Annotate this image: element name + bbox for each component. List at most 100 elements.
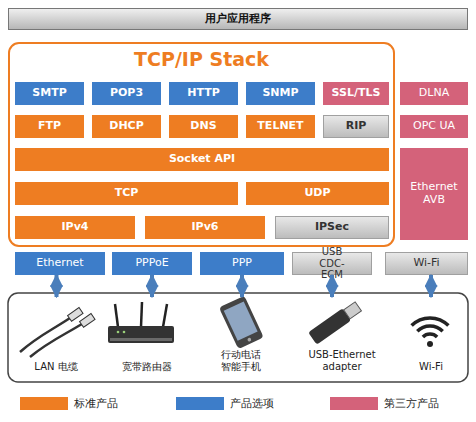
third-party-box: DLNA	[400, 82, 468, 105]
legend-swatch	[330, 397, 378, 410]
box-label: PPP	[232, 257, 252, 270]
box-label: DNS	[190, 120, 216, 133]
wifi-dot	[427, 341, 433, 347]
standard-box: TCP	[15, 182, 238, 205]
third-party-box: OPC UA	[400, 115, 468, 138]
box-label: DLNA	[419, 87, 449, 100]
legend-swatch	[20, 397, 68, 410]
wifi-arc	[417, 326, 442, 331]
legend-label: 标准产品	[74, 396, 118, 411]
app-layer-band: 用户应用程序	[8, 8, 468, 30]
box-label: LAN 电缆	[34, 361, 77, 373]
wifi-icon	[412, 318, 449, 347]
router-antenna	[163, 304, 167, 327]
router-led	[123, 331, 126, 334]
standard-box: FTP	[15, 115, 84, 138]
gray-box: Wi-Fi	[385, 252, 468, 275]
option-box: SMTP	[15, 82, 84, 105]
box-label: Socket API	[169, 153, 235, 166]
box-label: TCP	[115, 187, 139, 200]
device-item: 宽带路由器	[102, 297, 192, 377]
legend-label: 第三方产品	[384, 396, 439, 411]
legend-item: 标准产品	[20, 396, 118, 411]
gray-box: RIP	[323, 115, 389, 138]
gray-box: IPSec	[275, 216, 389, 239]
router-icon	[108, 302, 174, 343]
box-label: TELNET	[257, 120, 303, 133]
box-label: 行动电话 智能手机	[215, 349, 267, 372]
third-party-box: Ethernet AVB	[400, 148, 468, 240]
lan-cable-icon	[20, 308, 95, 357]
box-label: OPC UA	[413, 120, 455, 133]
cable-plug	[80, 314, 95, 328]
cable-plug	[68, 308, 83, 322]
box-label: SSL/TLS	[332, 87, 381, 100]
box-label: HTTP	[187, 87, 220, 100]
box-label: Ethernet	[36, 257, 83, 270]
box-label: PPPoE	[135, 257, 168, 270]
box-label: IPv6	[192, 221, 219, 234]
device-item: 行动电话 智能手机	[196, 297, 286, 377]
standard-box: DNS	[169, 115, 238, 138]
box-label: UDP	[304, 187, 330, 200]
box-label: FTP	[38, 120, 61, 133]
device-item: Wi-Fi	[396, 297, 466, 377]
double-arrow	[429, 275, 433, 297]
box-label: IPSec	[315, 221, 349, 234]
box-label: Wi-Fi	[413, 257, 439, 270]
standard-box: Socket API	[15, 148, 389, 171]
legend-item: 第三方产品	[330, 396, 439, 411]
standard-box: DHCP	[92, 115, 161, 138]
adapter-plug	[344, 302, 362, 319]
standard-box: TELNET	[246, 115, 315, 138]
box-label: SNMP	[262, 87, 298, 100]
box-label: USB-Ethernet adapter	[290, 349, 394, 372]
wifi-arc	[423, 334, 437, 337]
cable-wire	[30, 324, 82, 357]
legend-item: 产品选项	[176, 396, 274, 411]
router-led	[117, 331, 120, 334]
box-label: Ethernet AVB	[406, 181, 462, 206]
legend-swatch	[176, 397, 224, 410]
double-arrow	[330, 275, 334, 297]
option-box: SNMP	[246, 82, 315, 105]
standard-box: IPv6	[145, 216, 265, 239]
option-box: POP3	[92, 82, 161, 105]
double-arrow	[55, 275, 59, 297]
box-label: RIP	[346, 120, 367, 133]
phone-icon	[219, 296, 264, 350]
box-label: Wi-Fi	[419, 361, 443, 373]
standard-box: UDP	[246, 182, 389, 205]
double-arrow	[240, 275, 244, 297]
router-strip	[110, 338, 172, 341]
router-antenna	[115, 304, 118, 327]
device-frame	[8, 293, 468, 382]
router-body	[108, 326, 174, 343]
usb-adapter-icon	[308, 300, 362, 344]
box-label: DHCP	[109, 120, 143, 133]
option-box: PPPoE	[112, 252, 192, 275]
adapter-body	[308, 308, 351, 344]
option-box: Ethernet	[15, 252, 105, 275]
box-label: 用户应用程序	[205, 13, 271, 26]
box-label: IPv4	[62, 221, 89, 234]
box-label: USB CDC-ECM	[310, 246, 354, 281]
legend-label: 产品选项	[230, 396, 274, 411]
third-party-box: SSL/TLS	[323, 82, 389, 105]
option-box: HTTP	[169, 82, 238, 105]
standard-box: IPv4	[15, 216, 135, 239]
device-item: LAN 电缆	[14, 297, 98, 377]
box-label: 宽带路由器	[122, 361, 172, 373]
stack-group: TCP/IP StackSMTP POP3 HTTP SNMP SSL/TLS FTP DH…	[8, 42, 395, 247]
box-label: POP3	[110, 87, 143, 100]
phone-button	[247, 337, 252, 342]
box-label: TCP/IP Stack	[134, 49, 269, 71]
gray-box: USB CDC-ECM	[292, 252, 372, 275]
box-label: SMTP	[32, 87, 66, 100]
router-antenna	[141, 302, 142, 327]
option-box: PPP	[200, 252, 284, 275]
